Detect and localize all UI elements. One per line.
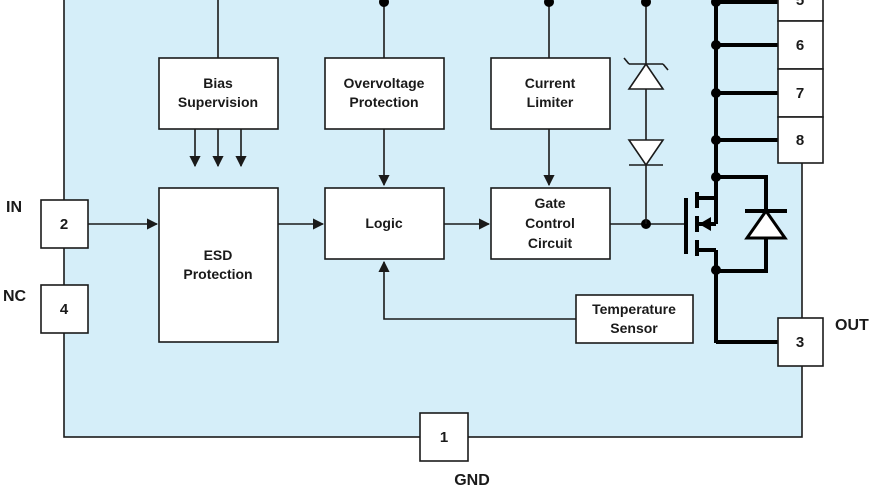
- ovp-label-line2: Protection: [349, 94, 418, 110]
- pin-7: 7: [777, 68, 824, 118]
- esd-protection-block: ESD Protection: [158, 187, 279, 343]
- gate-label-line3: Circuit: [528, 235, 573, 251]
- logic-label: Logic: [365, 215, 403, 231]
- pin-3: 3: [777, 317, 824, 367]
- pin-8: 8: [777, 116, 824, 164]
- gnd-label: GND: [454, 472, 490, 489]
- pin-6-number: 6: [796, 37, 804, 54]
- junction-dot: [711, 0, 721, 7]
- body-diode-symbol: [744, 208, 788, 240]
- junction-dot: [711, 135, 721, 145]
- pin-7-number: 7: [796, 85, 804, 102]
- junction-dot: [641, 0, 651, 7]
- pin-5-number: 5: [796, 0, 804, 9]
- junction-dot: [711, 265, 721, 275]
- pin-5: 5: [777, 0, 824, 22]
- junction-dot: [379, 0, 389, 7]
- junction-dot: [711, 40, 721, 50]
- pin-2-number: 2: [60, 216, 68, 233]
- ovp-label-line1: Overvoltage: [344, 75, 425, 91]
- pin-1-number: 1: [440, 429, 448, 446]
- pin-1: 1: [419, 412, 469, 462]
- nc-label: NC: [3, 288, 27, 305]
- gate-label-line1: Gate: [534, 195, 565, 211]
- mosfet-symbol: [684, 192, 716, 256]
- zener-diode-symbol: [623, 57, 669, 90]
- junction-dot: [711, 88, 721, 98]
- in-label: IN: [6, 199, 22, 216]
- pin-4-number: 4: [60, 301, 69, 318]
- temperature-sensor-block: Temperature Sensor: [575, 294, 694, 344]
- bias-supervision-block: Bias Supervision: [158, 57, 279, 130]
- bias-label-line2: Supervision: [178, 94, 258, 110]
- pin-2: 2: [40, 199, 89, 249]
- gate-label-line2: Control: [525, 215, 575, 231]
- esd-label-line1: ESD: [204, 247, 233, 263]
- logic-block: Logic: [324, 187, 445, 260]
- current-limiter-block: Current Limiter: [490, 57, 611, 130]
- temp-to-logic-arrow: [378, 260, 576, 320]
- diode-symbol: [627, 139, 665, 167]
- pin-8-number: 8: [796, 132, 804, 149]
- pin-3-number: 3: [796, 334, 804, 351]
- gate-control-block: Gate Control Circuit: [490, 187, 611, 260]
- pin-6: 6: [777, 20, 824, 70]
- overvoltage-protection-block: Overvoltage Protection: [324, 57, 445, 130]
- current-label-line1: Current: [525, 75, 576, 91]
- pin-4: 4: [40, 284, 89, 334]
- esd-label-line2: Protection: [183, 266, 252, 282]
- current-label-line2: Limiter: [527, 94, 574, 110]
- temp-label-line2: Sensor: [610, 320, 658, 336]
- out-label: OUT: [835, 317, 869, 334]
- junction-dot: [544, 0, 554, 7]
- temp-label-line1: Temperature: [592, 301, 676, 317]
- bias-label-line1: Bias: [203, 75, 233, 91]
